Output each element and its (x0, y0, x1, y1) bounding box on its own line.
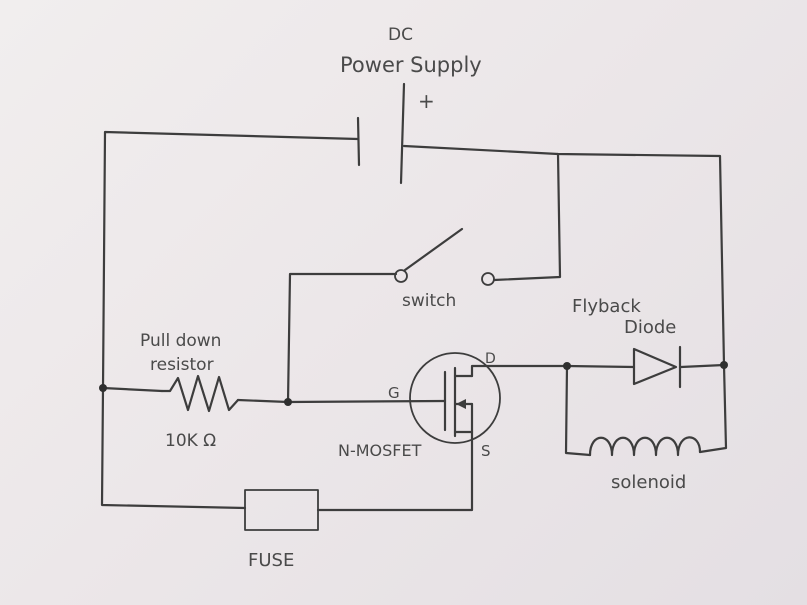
wire-left-rail (100, 386, 247, 510)
wire-bottom-right (316, 430, 474, 512)
n-mosfet (409, 352, 501, 444)
label-switch: switch (402, 291, 456, 311)
switch-lever (403, 227, 464, 272)
label-dc: DC (388, 25, 413, 45)
labels: DC Power Supply + switch Flyback Diode P… (140, 25, 686, 571)
label-plus: + (418, 89, 435, 113)
wire-drain (470, 364, 636, 378)
junction-right (720, 361, 728, 369)
battery-short-plate (356, 116, 361, 167)
label-gate: G (388, 384, 400, 402)
label-source: S (481, 442, 491, 460)
wire-top-right (402, 144, 726, 367)
label-power-supply: Power Supply (340, 53, 482, 77)
junction-dots (99, 361, 728, 406)
wire-switch-right (492, 152, 562, 282)
pulldown-resistor (160, 374, 240, 413)
label-resistance: 10K Ω (165, 431, 216, 451)
junction-drain (563, 362, 571, 370)
wires (100, 130, 728, 512)
wire-left-to-resistor (101, 386, 164, 393)
dc-battery (356, 82, 406, 185)
junction-gate (284, 398, 292, 406)
label-resistor: resistor (150, 355, 214, 375)
wire-solenoid-left (564, 364, 592, 457)
label-fuse: FUSE (248, 550, 294, 571)
label-drain: D (485, 351, 496, 367)
wire-right-rail (698, 363, 728, 454)
wire-switch-left (286, 272, 398, 404)
battery-long-plate (399, 82, 406, 185)
switch-left-contact (394, 269, 408, 283)
wire-top-left (101, 130, 360, 390)
label-diode: Diode (624, 317, 676, 338)
flyback-diode (632, 345, 682, 389)
label-flyback: Flyback (572, 296, 641, 317)
mosfet-arrow (456, 399, 466, 409)
diode-triangle (632, 347, 678, 386)
label-pull-down: Pull down (140, 331, 221, 351)
switch-right-contact (481, 272, 495, 286)
solenoid-coil (588, 436, 702, 457)
label-mosfet: N-MOSFET (338, 441, 422, 460)
junction-left (99, 384, 107, 392)
wire-diode-right (679, 363, 726, 369)
switch (394, 227, 495, 286)
fuse-body (244, 489, 319, 531)
label-solenoid: solenoid (611, 472, 686, 493)
mosfet-body (409, 352, 501, 444)
wire-resistor-to-gate (236, 398, 447, 404)
